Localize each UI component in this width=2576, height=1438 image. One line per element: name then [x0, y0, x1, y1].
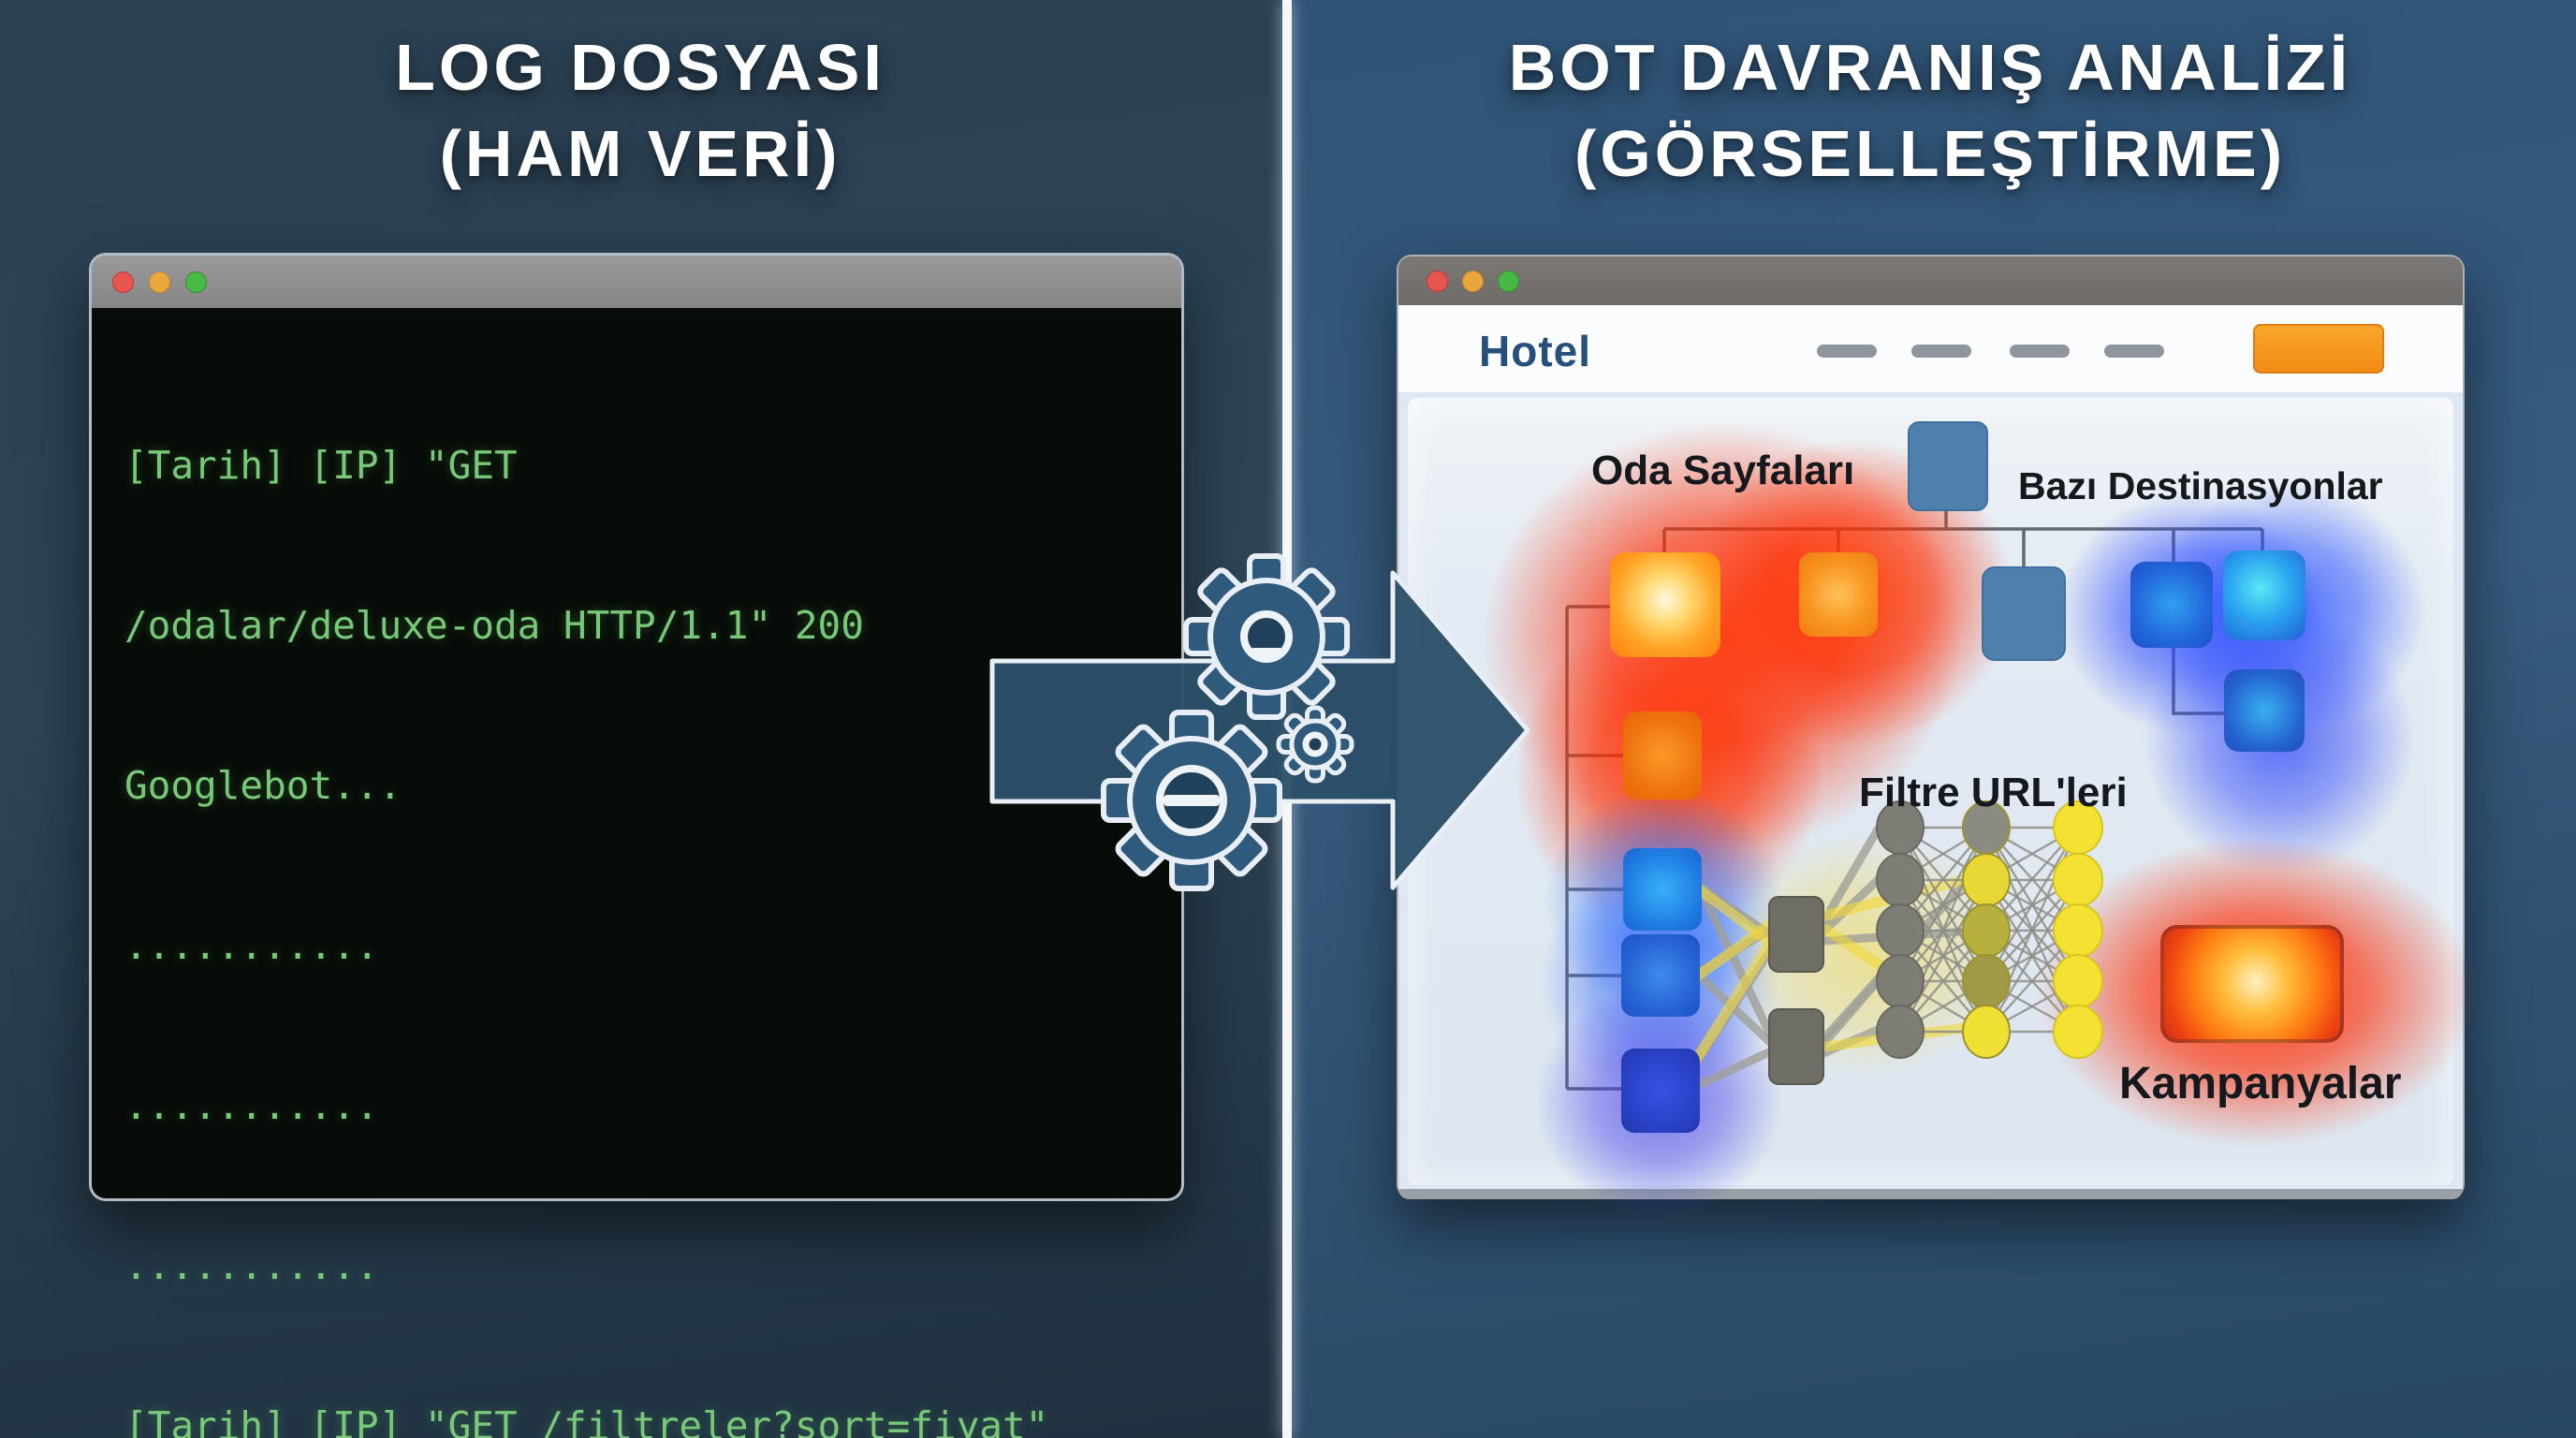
heatmap-node-rooms-hot: [1610, 552, 1720, 657]
terminal-log-line: ...........: [124, 1243, 379, 1288]
left-title-line2: (HAM VERİ): [439, 117, 842, 191]
browser-titlebar: [1398, 257, 2463, 305]
nav-item-4[interactable]: [2104, 345, 2164, 358]
heatmap-node-destination-3: [2224, 669, 2305, 752]
nav-item-1[interactable]: [1817, 345, 1877, 358]
close-icon[interactable]: [112, 271, 134, 293]
left-title-line1: LOG DOSYASI: [395, 31, 886, 104]
terminal-log-line: [Tarih] [IP] "GET: [124, 443, 518, 488]
terminal-window: [Tarih] [IP] "GET /odalar/deluxe-oda HTT…: [89, 253, 1184, 1438]
right-title-line1: BOT DAVRANIŞ ANALİZİ: [1508, 31, 2352, 104]
heatmap-node-left-3: [1621, 1049, 1700, 1133]
close-icon[interactable]: [1427, 270, 1448, 292]
label-filters: Filtre URL'leri: [1859, 770, 2128, 815]
tree-node-root: [1908, 421, 1988, 511]
terminal-log-line: /odalar/deluxe-oda HTTP/1.1" 200: [124, 603, 864, 648]
zoom-icon[interactable]: [1498, 270, 1519, 292]
terminal-log-output: [Tarih] [IP] "GET /odalar/deluxe-oda HTT…: [124, 332, 1163, 1438]
minimize-icon[interactable]: [1462, 270, 1484, 292]
heat-glow-filter-yellow: [1722, 833, 2012, 1077]
label-rooms: Oda Sayfaları: [1591, 448, 1855, 493]
zoom-icon[interactable]: [185, 271, 207, 293]
terminal-log-line: ...........: [124, 1083, 379, 1128]
terminal-titlebar: [92, 256, 1181, 308]
nav-item-3[interactable]: [2010, 345, 2070, 358]
right-title-line2: (GÖRSELLEŞTİRME): [1573, 117, 2287, 191]
tree-node-middle: [1982, 566, 2066, 661]
label-destinations: Bazı Destinasyonlar: [2018, 464, 2383, 507]
panel-divider: [1282, 0, 1292, 1438]
label-campaigns: Kampanyalar: [2119, 1059, 2402, 1108]
heatmap-node-destination-1: [2130, 562, 2213, 648]
heatmap-node-rooms-3: [1623, 712, 1702, 800]
heatmap-node-left-1: [1623, 848, 1702, 931]
left-title: LOG DOSYASI (HAM VERİ): [125, 24, 1155, 198]
browser-navbar: Hotel: [1398, 305, 2463, 392]
heatmap-node-destination-2: [2223, 550, 2305, 640]
site-logo[interactable]: Hotel: [1479, 327, 1591, 375]
nav-item-2[interactable]: [1911, 345, 1971, 358]
terminal-log-line: Googlebot...: [124, 763, 402, 808]
heatmap-node-rooms-2: [1799, 552, 1878, 637]
cta-button[interactable]: [2253, 324, 2384, 374]
heatmap-node-left-2: [1621, 934, 1700, 1017]
heatmap-node-campaigns: [2160, 925, 2344, 1043]
terminal-log-line: [Tarih] [IP] "GET /filtreler?sort=fiyat": [124, 1403, 1049, 1438]
browser-bottom-edge: [1398, 1189, 2463, 1199]
minimize-icon[interactable]: [149, 271, 170, 293]
terminal-log-line: ...........: [124, 923, 379, 968]
right-title: BOT DAVRANIŞ ANALİZİ (GÖRSELLEŞTİRME): [1415, 24, 2445, 198]
